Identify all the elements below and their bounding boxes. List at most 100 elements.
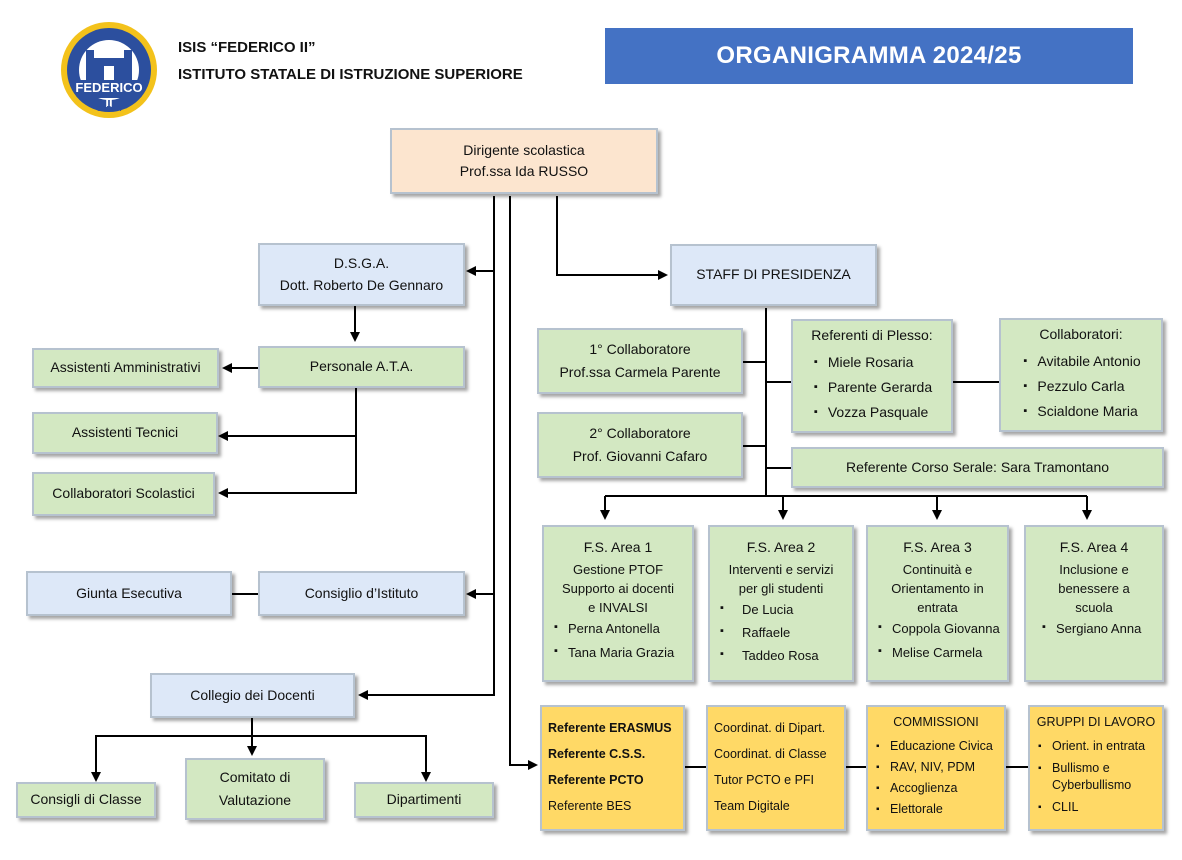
- comitato-line-1: Comitato di: [219, 769, 291, 785]
- list-item: De Lucia: [718, 601, 819, 620]
- collaboratori-box: Collaboratori: Avitabile Antonio Pezzulo…: [999, 318, 1163, 432]
- gruppi-lavoro-list: Orient. in entrata Bullismo e Cyberbulli…: [1036, 736, 1152, 818]
- list-item: CLIL: [1036, 797, 1152, 818]
- page-title: ORGANIGRAMMA 2024/25: [605, 28, 1133, 84]
- list-item: Accoglienza: [874, 778, 993, 799]
- fs-area-2-line: Interventi e servizi: [728, 562, 834, 578]
- referente-serale-box: Referente Corso Serale: Sara Tramontano: [791, 447, 1164, 488]
- commissioni-box: COMMISSIONI Educazione Civica RAV, NIV, …: [866, 705, 1006, 831]
- assistenti-amministrativi-box: Assistenti Amministrativi: [32, 348, 219, 388]
- dirigente-box: Dirigente scolastica Prof.ssa Ida RUSSO: [390, 128, 658, 194]
- consigli-classe-box: Consigli di Classe: [16, 782, 156, 818]
- collaboratore-2-name: Prof. Giovanni Cafaro: [572, 448, 708, 464]
- referente-bes: Referente BES: [548, 799, 632, 813]
- fs-area-4-line: scuola: [1075, 599, 1113, 615]
- fs-area-1-line: e INVALSI: [588, 599, 648, 615]
- collaboratore-1-name: Prof.ssa Carmela Parente: [559, 364, 721, 380]
- list-item: Elettorale: [874, 799, 993, 820]
- consiglio-istituto-box: Consiglio d’Istituto: [258, 571, 465, 616]
- collegio-docenti-box: Collegio dei Docenti: [150, 673, 355, 718]
- list-item: Sergiano Anna: [1040, 620, 1141, 639]
- referente-pcto: Referente PCTO: [548, 773, 644, 787]
- logo-city: CAPUA: [96, 106, 122, 113]
- referenti-plesso-list: Miele Rosaria Parente Gerarda Vozza Pasq…: [812, 350, 932, 425]
- collaboratore-1-box: 1° Collaboratore Prof.ssa Carmela Parent…: [537, 328, 743, 394]
- logo-text: FEDERICO II: [75, 80, 143, 110]
- fs-area-3-list: Coppola Giovanna Melise Carmela: [868, 620, 1000, 663]
- dirigente-role: Dirigente scolastica: [463, 142, 585, 158]
- staff-presidenza-box: STAFF DI PRESIDENZA: [670, 244, 877, 306]
- list-item: Bullismo e Cyberbullismo: [1036, 760, 1152, 794]
- fs-area-2-list: De Lucia Raffaele Taddeo Rosa: [710, 601, 819, 666]
- dsga-box: D.S.G.A. Dott. Roberto De Gennaro: [258, 243, 465, 306]
- list-item: Perna Antonella: [552, 620, 674, 639]
- school-logo: FEDERICO II CAPUA: [56, 20, 162, 120]
- list-item: Avitabile Antonio: [1021, 349, 1140, 374]
- tutor-pcto: Tutor PCTO e PFI: [714, 773, 815, 787]
- referenti-plesso-title: Referenti di Plesso:: [811, 326, 933, 343]
- fs-area-1-list: Perna Antonella Tana Maria Grazia: [544, 620, 674, 663]
- list-item: Pezzulo Carla: [1021, 374, 1140, 399]
- fs-area-4-line: benessere a: [1058, 581, 1130, 597]
- list-item: Educazione Civica: [874, 736, 993, 757]
- fs-area-1-line: Supporto ai docenti: [561, 581, 675, 597]
- dirigente-name: Prof.ssa Ida RUSSO: [459, 162, 589, 179]
- collaboratore-1-role: 1° Collaboratore: [589, 340, 691, 357]
- list-item: Melise Carmela: [876, 644, 1000, 663]
- coordinatori-box: Coordinat. di Dipart. Coordinat. di Clas…: [706, 705, 846, 831]
- fs-area-3-title: F.S. Area 3: [903, 539, 972, 555]
- referente-css: Referente C.S.S.: [548, 747, 646, 761]
- fs-area-2-title: F.S. Area 2: [746, 539, 816, 555]
- fs-area-4-line: Inclusione e: [1059, 562, 1129, 578]
- referenti-plesso-box: Referenti di Plesso: Miele Rosaria Paren…: [791, 319, 953, 433]
- coordinat-dipart: Coordinat. di Dipart.: [714, 721, 826, 735]
- gruppi-lavoro-title: GRUPPI DI LAVORO: [1036, 715, 1156, 729]
- fs-area-2-box: F.S. Area 2 Interventi e servizi per gli…: [708, 525, 854, 682]
- gruppi-lavoro-box: GRUPPI DI LAVORO Orient. in entrata Bull…: [1028, 705, 1164, 831]
- collaboratore-2-role: 2° Collaboratore: [589, 424, 691, 441]
- school-heading: ISIS “FEDERICO II” ISTITUTO STATALE DI I…: [178, 34, 523, 88]
- list-item: Vozza Pasquale: [812, 400, 932, 425]
- collaboratori-scolastici-box: Collaboratori Scolastici: [32, 472, 215, 516]
- assistenti-tecnici-box: Assistenti Tecnici: [32, 412, 218, 454]
- fs-area-3-line: Continuità e: [902, 562, 973, 578]
- school-name: ISIS “FEDERICO II”: [178, 39, 316, 56]
- fs-area-3-box: F.S. Area 3 Continuità e Orientamento in…: [866, 525, 1009, 682]
- dipartimenti-box: Dipartimenti: [354, 782, 494, 818]
- giunta-esecutiva-box: Giunta Esecutiva: [26, 571, 232, 616]
- list-item: Orient. in entrata: [1036, 736, 1152, 757]
- list-item: Miele Rosaria: [812, 350, 932, 375]
- collaboratori-title: Collaboratori:: [1039, 325, 1123, 342]
- ata-box: Personale A.T.A.: [258, 346, 465, 388]
- fs-area-4-list: Sergiano Anna: [1026, 620, 1141, 639]
- fs-area-4-box: F.S. Area 4 Inclusione e benessere a scu…: [1024, 525, 1164, 682]
- fs-area-4-title: F.S. Area 4: [1059, 539, 1129, 555]
- referenti-box: Referente ERASMUS Referente C.S.S. Refer…: [540, 705, 685, 831]
- dsga-role: D.S.G.A.: [333, 254, 390, 271]
- commissioni-list: Educazione Civica RAV, NIV, PDM Accoglie…: [874, 736, 993, 820]
- dsga-name: Dott. Roberto De Gennaro: [279, 277, 444, 293]
- collaboratori-list: Avitabile Antonio Pezzulo Carla Scialdon…: [1021, 349, 1140, 424]
- list-item: Taddeo Rosa: [718, 647, 819, 666]
- commissioni-title: COMMISSIONI: [893, 715, 979, 729]
- list-item: Tana Maria Grazia: [552, 644, 674, 663]
- collaboratore-2-box: 2° Collaboratore Prof. Giovanni Cafaro: [537, 412, 743, 478]
- list-item: RAV, NIV, PDM: [874, 757, 993, 778]
- school-full-name: ISTITUTO STATALE DI ISTRUZIONE SUPERIORE: [178, 66, 523, 83]
- fs-area-1-box: F.S. Area 1 Gestione PTOF Supporto ai do…: [542, 525, 694, 682]
- fs-area-3-line: entrata: [917, 599, 958, 615]
- fs-area-2-line: per gli studenti: [738, 581, 824, 597]
- comitato-line-2: Valutazione: [218, 791, 292, 808]
- list-item: Coppola Giovanna: [876, 620, 1000, 639]
- fs-area-3-line: Orientamento in: [891, 581, 984, 597]
- fs-area-1-title: F.S. Area 1: [583, 539, 653, 555]
- comitato-valutazione-box: Comitato di Valutazione: [185, 758, 325, 820]
- team-digitale: Team Digitale: [714, 799, 790, 813]
- list-item: Scialdone Maria: [1021, 399, 1140, 424]
- list-item-continued: Raffaele: [718, 624, 819, 643]
- list-item: Parente Gerarda: [812, 375, 932, 400]
- referente-erasmus: Referente ERASMUS: [548, 721, 672, 735]
- coordinat-classe: Coordinat. di Classe: [714, 747, 827, 761]
- fs-area-1-line: Gestione PTOF: [572, 562, 664, 578]
